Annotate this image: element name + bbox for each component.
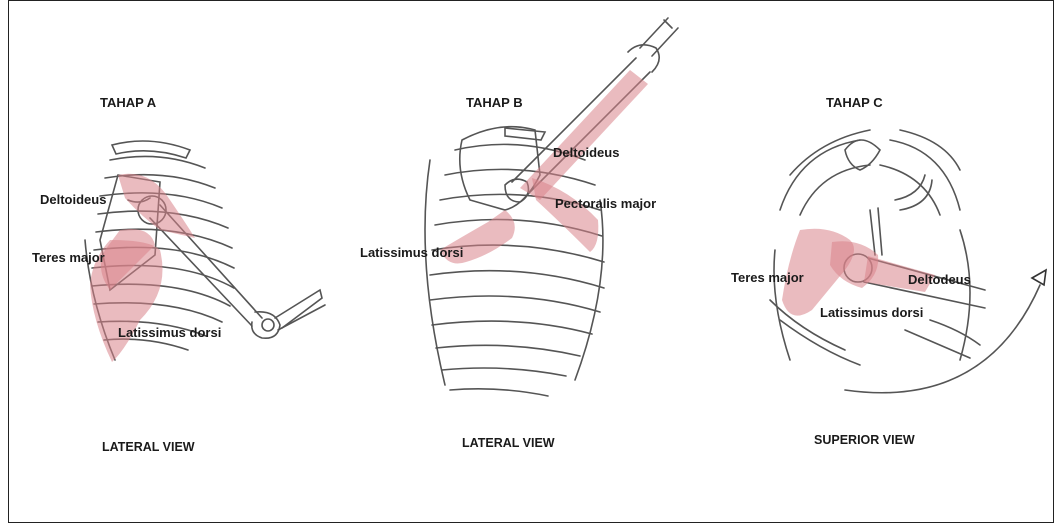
- panel-b-label-latissimus-dorsi: Latissimus dorsi: [360, 245, 463, 260]
- panel-b-label-pectoralis-major: Pectoralis major: [555, 196, 656, 211]
- panel-b-stage-title: TAHAP B: [466, 95, 523, 110]
- panel-c-rotation-arrow: [845, 270, 1046, 393]
- panel-c-label-latissimus-dorsi: Latissimus dorsi: [820, 305, 923, 320]
- panel-c-view-caption: SUPERIOR VIEW: [814, 433, 915, 447]
- panel-b-arm: [512, 18, 678, 196]
- panel-b-scapula: [460, 127, 545, 210]
- panel-a-view-caption: LATERAL VIEW: [102, 440, 195, 454]
- panel-b-label-deltoideus: Deltoideus: [553, 145, 619, 160]
- panel-a-label-teres-major: Teres major: [32, 250, 105, 265]
- panel-b-view-caption: LATERAL VIEW: [462, 436, 555, 450]
- panel-c-spine-clavicle: [845, 140, 932, 255]
- panel-a-label-deltoideus: Deltoideus: [40, 192, 106, 207]
- panel-a-stage-title: TAHAP A: [100, 95, 156, 110]
- panel-a-label-latissimus-dorsi: Latissimus dorsi: [118, 325, 221, 340]
- panel-c-label-deltodeus: Deltodeus: [908, 272, 971, 287]
- panel-c-label-teres-major: Teres major: [731, 270, 804, 285]
- panel-b-ribcage: [425, 144, 604, 396]
- panel-c-stage-title: TAHAP C: [826, 95, 883, 110]
